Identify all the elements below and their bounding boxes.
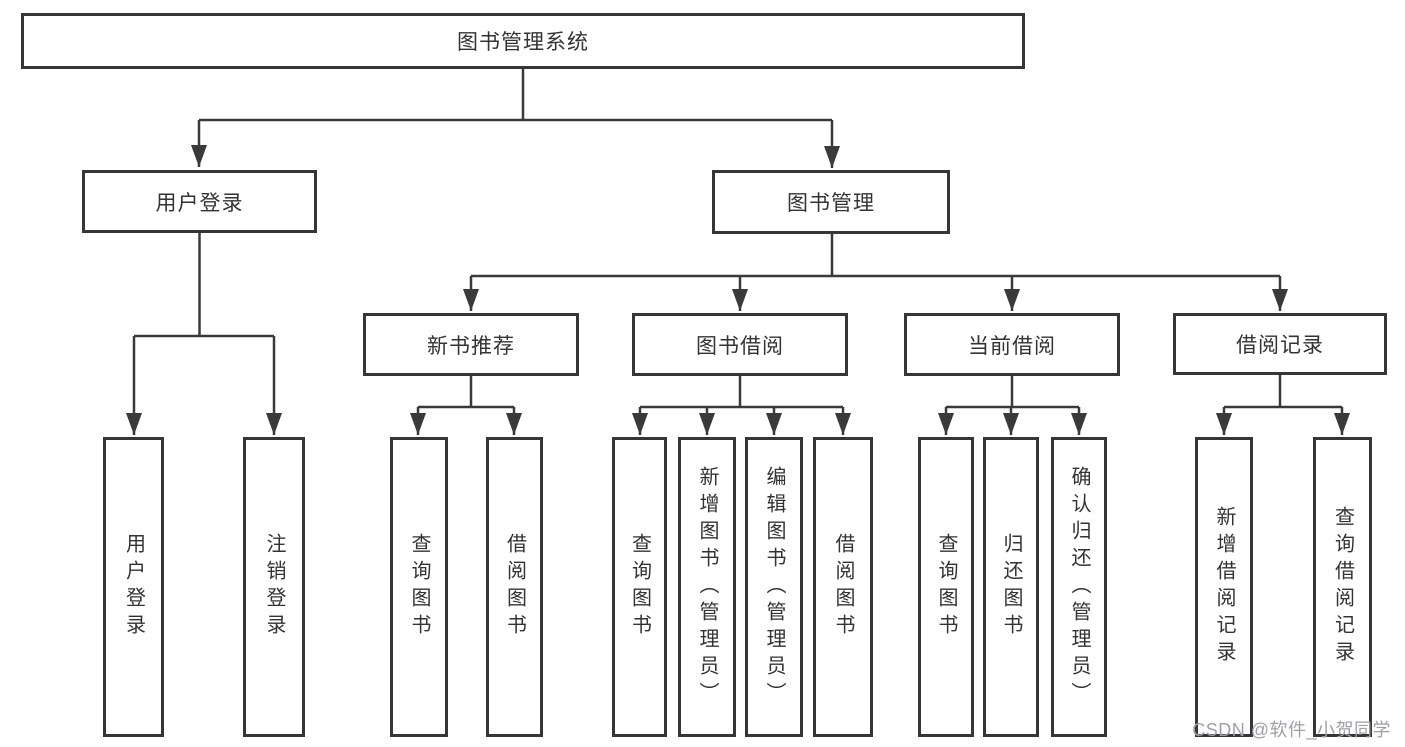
leaf-add-book-admin: 新增图书（管理员） [678,437,736,737]
leaf-confirm-return-admin: 确认归还（管理员） [1051,437,1107,737]
leaf-query-books-borrow: 查询图书 [612,437,667,737]
node-new-book-recommend: 新书推荐 [363,313,579,376]
leaf-query-borrow-record: 查询借阅记录 [1313,437,1372,737]
leaf-borrow-books: 借阅图书 [813,437,873,737]
node-library-system: 图书管理系统 [21,13,1025,69]
leaf-logout: 注销登录 [243,437,305,737]
leaf-borrow-books-recommend: 借阅图书 [486,437,543,737]
leaf-query-books-current: 查询图书 [918,437,974,737]
leaf-return-book: 归还图书 [983,437,1039,737]
node-current-borrow: 当前借阅 [904,313,1120,376]
connector-rails [134,69,1342,409]
node-user-login: 用户登录 [82,170,317,233]
leaf-query-books-recommend: 查询图书 [390,437,448,737]
leaf-add-borrow-record: 新增借阅记录 [1195,437,1253,737]
node-book-management: 图书管理 [712,170,950,234]
leaf-edit-book-admin: 编辑图书（管理员） [745,437,803,737]
node-borrow-records: 借阅记录 [1173,313,1387,375]
node-book-borrow: 图书借阅 [632,313,848,376]
leaf-user-login: 用户登录 [103,437,164,737]
watermark: CSDN @软件_小贺同学 [1192,720,1391,740]
